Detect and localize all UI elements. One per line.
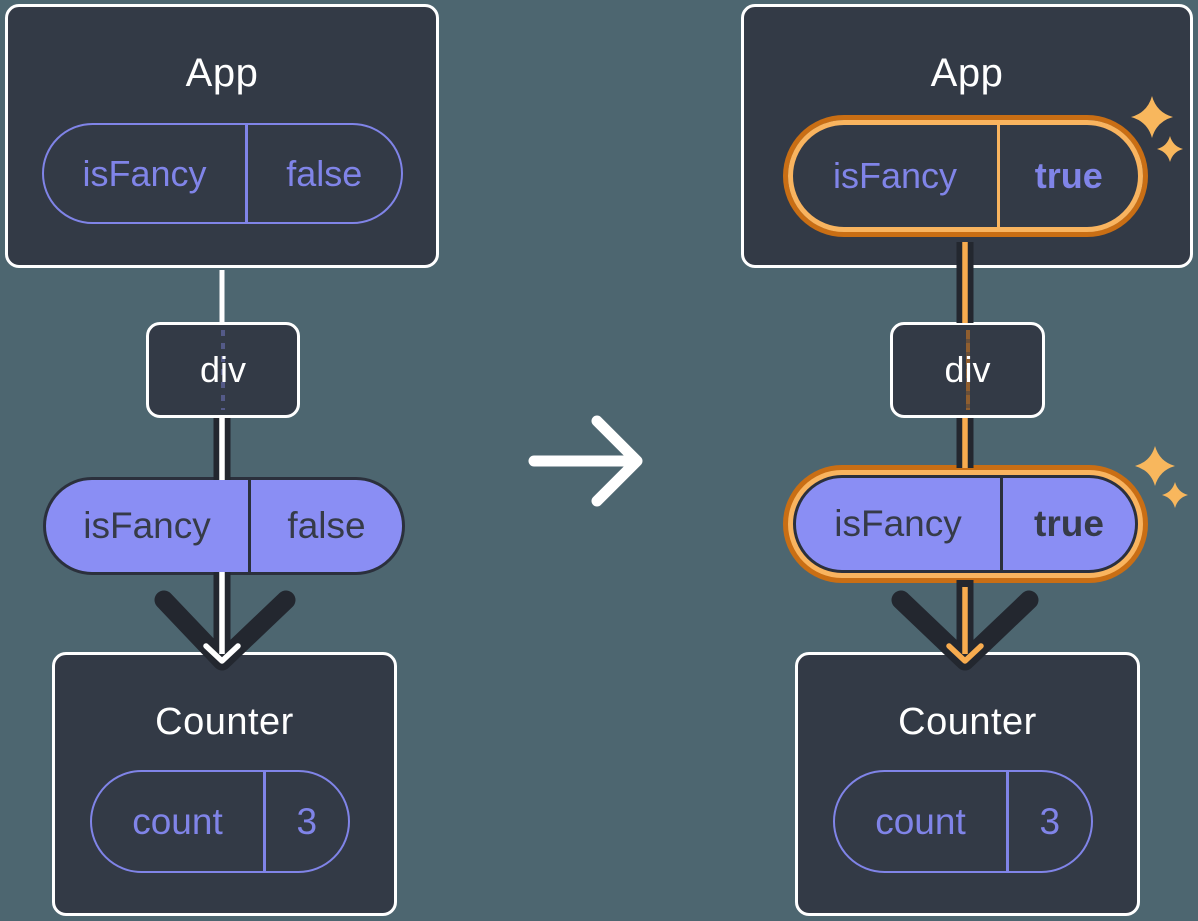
state-value: 3 [1039,800,1061,842]
passed-prop-pill-before: isFancy false [43,477,405,575]
prop-name: isFancy [82,152,207,194]
pill-divider [263,772,266,871]
app-state-pill-before: isFancy false [42,123,403,224]
prop-name: isFancy [834,503,962,544]
div-node-label: div [199,349,247,390]
state-name: count [132,800,223,842]
flow-line-ghost [965,330,970,410]
transition-arrow-icon [528,415,643,507]
app-state-pill-after-highlighted: isFancy true [788,120,1143,232]
flow-line-ghost [221,330,225,410]
state-name: count [875,800,966,842]
prop-value: false [286,152,363,194]
app-component-title: App [930,51,1004,95]
prop-name: isFancy [83,505,211,546]
prop-value: false [287,505,366,546]
pill-divider [245,125,248,222]
pill-divider [997,125,1000,227]
app-component-title: App [185,51,259,95]
down-arrow-icon-left [154,572,296,671]
counter-state-pill-after: count 3 [833,770,1093,873]
state-value: 3 [296,800,318,842]
prop-value: true [1034,155,1103,196]
pill-divider [1000,478,1003,570]
prop-value: true [1034,503,1104,544]
div-node-card-after: div [890,322,1045,418]
counter-component-title: Counter [898,701,1037,743]
counter-state-pill-before: count 3 [90,770,350,873]
sparkles-icon-bottom [1135,446,1188,508]
counter-component-title: Counter [155,701,294,743]
div-node-label: div [944,349,991,390]
prop-name: isFancy [832,155,958,196]
down-arrow-icon-right [891,580,1039,671]
pill-divider [248,480,251,572]
passed-prop-pill-after-highlighted: isFancy true [793,475,1138,573]
pill-divider [1006,772,1009,871]
div-node-card-before: div [146,322,300,418]
